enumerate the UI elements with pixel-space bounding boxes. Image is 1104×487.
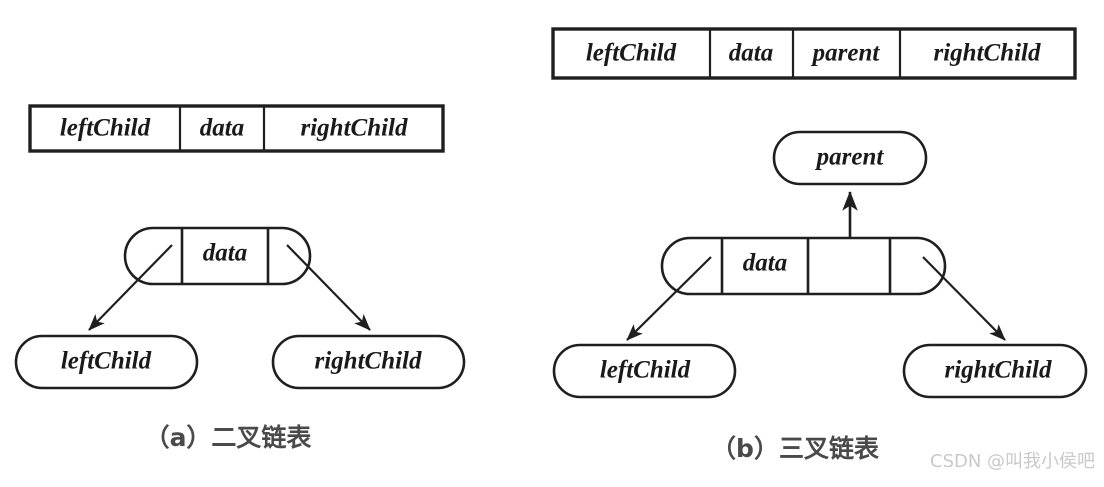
diagram-b-left-pointer-arrow <box>626 256 712 341</box>
rightchild-b-outline <box>902 343 1088 399</box>
leftchild-b-outline <box>552 343 737 399</box>
struct-cell-b-rightchild: rightChild <box>934 40 1041 67</box>
leftchild-a-outline <box>14 334 199 390</box>
node-a-data-label: data <box>203 240 247 267</box>
rightchild-b-label: rightChild <box>945 357 1052 384</box>
diagram-b-right-pointer-arrow <box>922 256 1006 341</box>
struct-cell-b-leftchild: leftChild <box>586 40 677 67</box>
struct-cell-a-data: data <box>200 115 244 142</box>
struct-row-outline-a <box>28 104 445 153</box>
diagram-a: leftChild data rightChild data leftChild… <box>14 104 466 452</box>
diagram-a-caption: （a）二叉链表 <box>145 423 313 452</box>
diagram-b-rightchild-node: rightChild <box>902 343 1088 399</box>
node-b-outline <box>660 236 947 296</box>
rightchild-a-outline <box>271 334 466 390</box>
node-a-outline <box>123 226 312 286</box>
diagram-b-node: data <box>660 236 947 296</box>
diagram-b-parent-node: parent <box>772 130 928 186</box>
diagram-a-rightchild-node: rightChild <box>271 334 466 390</box>
leftchild-a-label: leftChild <box>61 348 152 375</box>
diagram-a-struct-row: leftChild data rightChild <box>28 104 445 153</box>
parent-b-label: parent <box>815 144 885 171</box>
struct-cell-b-parent: parent <box>811 40 881 67</box>
diagram-b-struct-row: leftChild data parent rightChild <box>551 27 1077 80</box>
rightchild-a-label: rightChild <box>315 348 422 375</box>
struct-cell-b-data: data <box>729 40 773 67</box>
diagram-a-left-pointer-arrow <box>88 244 173 331</box>
leftchild-b-label: leftChild <box>600 357 691 384</box>
diagram-b-leftchild-node: leftChild <box>552 343 737 399</box>
parent-b-outline <box>772 130 928 186</box>
diagram-a-right-pointer-arrow <box>286 244 371 331</box>
struct-cell-a-rightchild: rightChild <box>301 115 408 142</box>
struct-cell-a-leftchild: leftChild <box>60 115 151 142</box>
diagram-b: leftChild data parent rightChild parent … <box>551 27 1088 463</box>
struct-row-outline-b <box>551 27 1077 80</box>
node-b-data-label: data <box>743 250 787 277</box>
csdn-watermark: CSDN @叫我小侯吧 <box>930 451 1095 472</box>
diagram-b-caption: （b）三叉链表 <box>711 434 880 463</box>
diagram-a-leftchild-node: leftChild <box>14 334 199 390</box>
diagram-a-node: data <box>123 226 312 286</box>
